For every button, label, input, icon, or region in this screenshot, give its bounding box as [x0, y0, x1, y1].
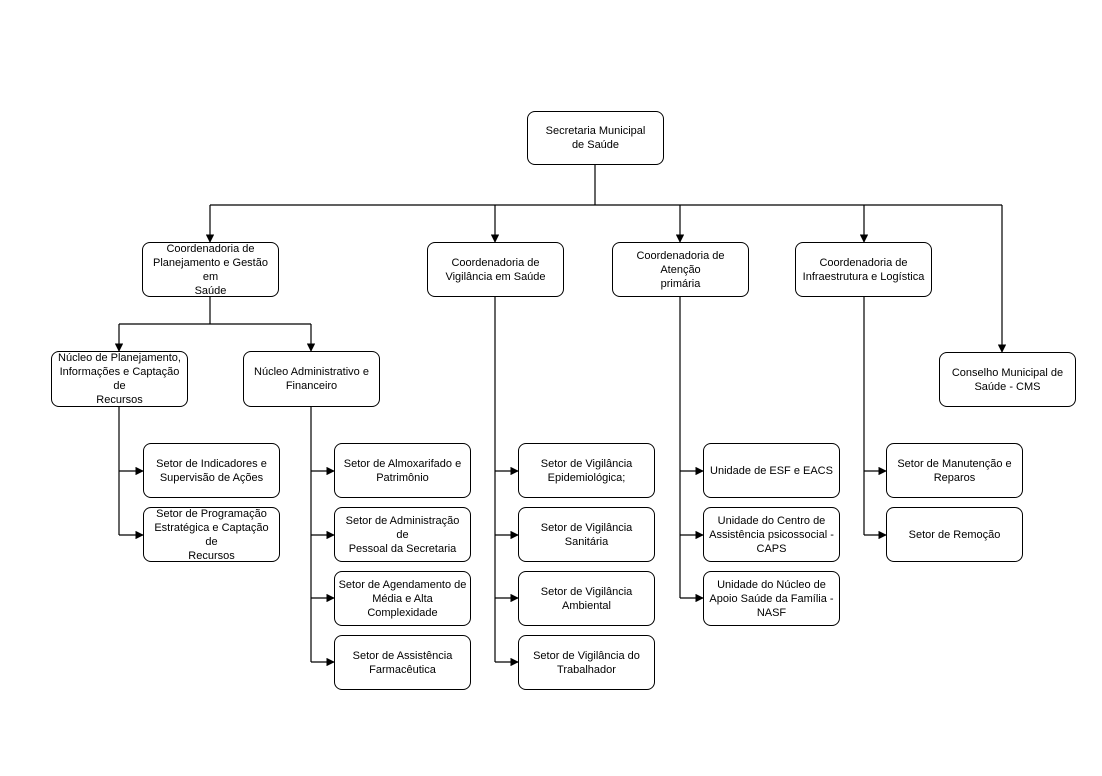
sector-node-ambiental: Setor de Vigilância Ambiental — [518, 571, 655, 626]
node-label: Coordenadoria de Vigilância em Saúde — [445, 256, 546, 283]
node-label: Conselho Municipal de Saúde - CMS — [951, 366, 1064, 393]
coord-node-planejamento: Coordenadoria de Planejamento e Gestão e… — [142, 242, 279, 297]
node-label: Setor de Vigilância do Trabalhador — [533, 649, 640, 676]
unit-node-esf-eacs: Unidade de ESF e EACS — [703, 443, 840, 498]
sector-node-programacao: Setor de Programação Estratégica e Capta… — [143, 507, 280, 562]
node-label: Setor de Vigilância Sanitária — [540, 521, 633, 548]
unit-node-caps: Unidade do Centro de Assistência psicoss… — [703, 507, 840, 562]
unit-node-nasf: Unidade do Núcleo de Apoio Saúde da Famí… — [703, 571, 840, 626]
node-label: Setor de Agendamento de Média e Alta Com… — [338, 578, 467, 619]
node-label: Setor de Remoção — [908, 528, 1001, 541]
sector-node-trabalhador: Setor de Vigilância do Trabalhador — [518, 635, 655, 690]
coord-node-atencao-primaria: Coordenadoria de Atenção primária — [612, 242, 749, 297]
sector-node-almoxarifado: Setor de Almoxarifado e Patrimônio — [334, 443, 471, 498]
node-label: Coordenadoria de Atenção primária — [636, 249, 725, 290]
node-label: Unidade de ESF e EACS — [710, 464, 833, 477]
sector-node-pessoal: Setor de Administração de Pessoal da Sec… — [334, 507, 471, 562]
node-label: Unidade do Centro de Assistência psicoss… — [709, 514, 834, 555]
node-label: Coordenadoria de Infraestrutura e Logíst… — [802, 256, 925, 283]
sector-node-farmaceutica: Setor de Assistência Farmacêutica — [334, 635, 471, 690]
node-label: Setor de Vigilância Epidemiológica; — [540, 457, 633, 484]
node-label: Setor de Administração de Pessoal da Sec… — [345, 514, 460, 555]
nucleus-node-planejamento: Núcleo de Planejamento, Informações e Ca… — [51, 351, 188, 407]
coord-node-infraestrutura: Coordenadoria de Infraestrutura e Logíst… — [795, 242, 932, 297]
sector-node-remocao: Setor de Remoção — [886, 507, 1023, 562]
node-label: Coordenadoria de Planejamento e Gestão e… — [153, 242, 268, 297]
sector-node-agendamento: Setor de Agendamento de Média e Alta Com… — [334, 571, 471, 626]
sector-node-epidemiologica: Setor de Vigilância Epidemiológica; — [518, 443, 655, 498]
coord-node-vigilancia: Coordenadoria de Vigilância em Saúde — [427, 242, 564, 297]
node-label: Setor de Almoxarifado e Patrimônio — [343, 457, 462, 484]
root-node-secretaria: Secretaria Municipal de Saúde — [527, 111, 664, 165]
node-label: Núcleo de Planejamento, Informações e Ca… — [58, 352, 181, 406]
node-label: Setor de Vigilância Ambiental — [540, 585, 633, 612]
sector-node-sanitaria: Setor de Vigilância Sanitária — [518, 507, 655, 562]
nucleus-node-administrativo: Núcleo Administrativo e Financeiro — [243, 351, 380, 407]
node-label: Setor de Indicadores e Supervisão de Açõ… — [156, 457, 267, 484]
node-label: Unidade do Núcleo de Apoio Saúde da Famí… — [709, 578, 834, 619]
node-label: Núcleo Administrativo e Financeiro — [254, 366, 369, 392]
sector-node-manutencao: Setor de Manutenção e Reparos — [886, 443, 1023, 498]
node-label: Setor de Assistência Farmacêutica — [352, 649, 453, 676]
council-node-cms: Conselho Municipal de Saúde - CMS — [939, 352, 1076, 407]
node-label: Setor de Programação Estratégica e Capta… — [154, 507, 269, 562]
sector-node-indicadores: Setor de Indicadores e Supervisão de Açõ… — [143, 443, 280, 498]
node-label: Setor de Manutenção e Reparos — [897, 457, 1012, 484]
node-label: Secretaria Municipal de Saúde — [545, 125, 646, 151]
